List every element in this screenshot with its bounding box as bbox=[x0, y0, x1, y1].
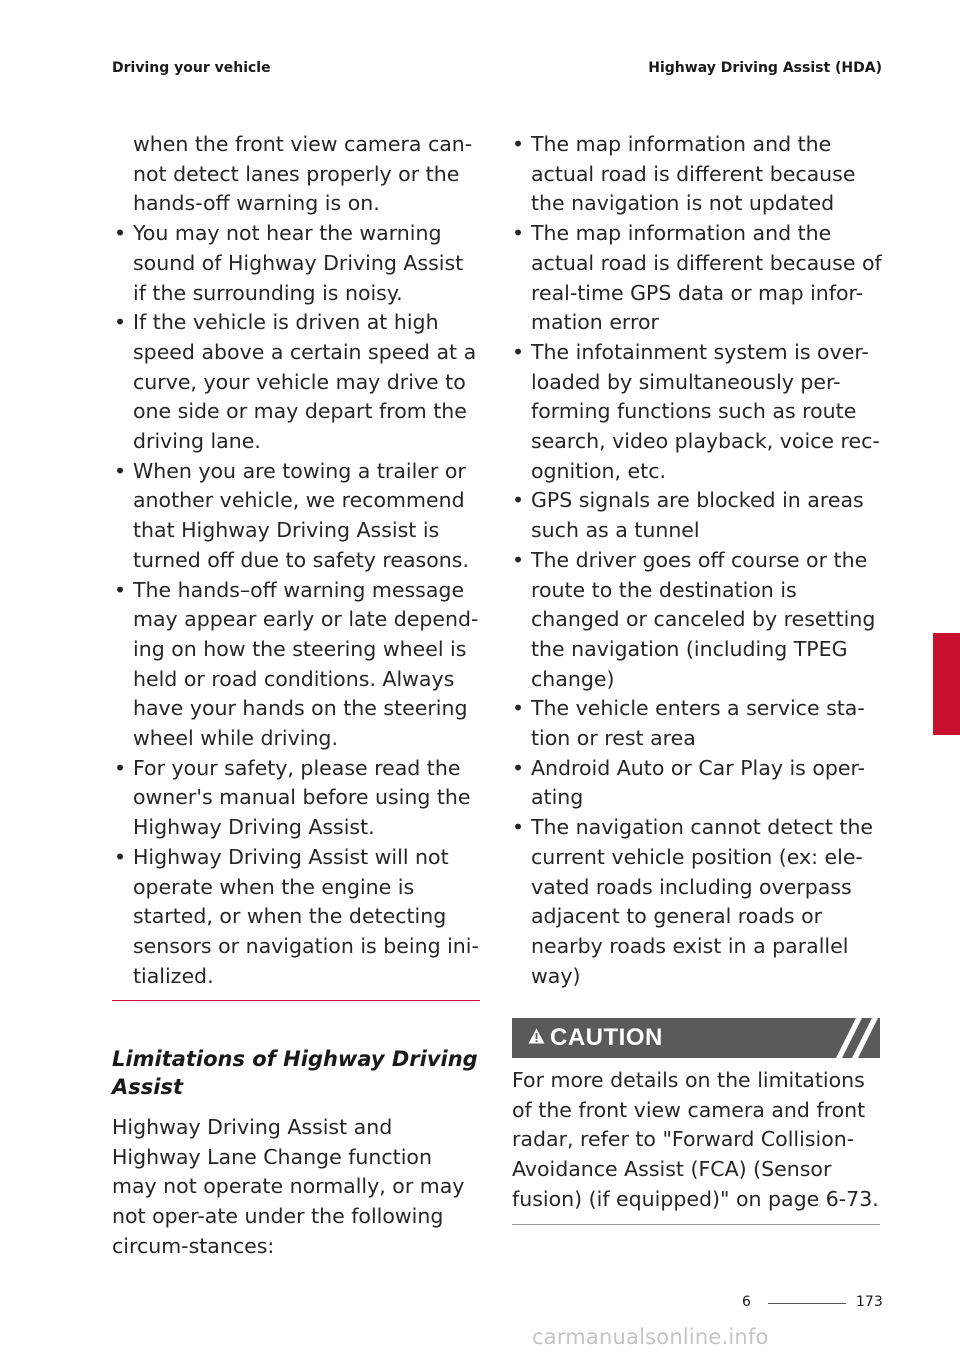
bullet-dot-icon: • bbox=[114, 221, 127, 246]
list-item: •Android Auto or Car Play is oper-ating bbox=[510, 754, 882, 813]
list-item: •When you are towing a trailer or anothe… bbox=[112, 457, 482, 576]
chapter-side-tab bbox=[933, 633, 960, 735]
list-item-text: The map information and the actual road … bbox=[531, 132, 856, 216]
caution-text: For more details on the limitations of t… bbox=[512, 1068, 879, 1211]
list-item-text: The navigation cannot detect the current… bbox=[531, 815, 874, 988]
bullet-dot-icon: • bbox=[512, 221, 525, 246]
list-item: •The map information and the actual road… bbox=[510, 219, 882, 338]
list-item-text: When you are towing a trailer or another… bbox=[133, 458, 469, 572]
list-item-text: The driver goes off course or the route … bbox=[531, 547, 876, 691]
caution-slash-decoration bbox=[836, 1018, 878, 1058]
list-item-text: The vehicle enters a service sta-tion or… bbox=[531, 696, 865, 751]
list-item: •The infotainment system is over-loaded … bbox=[510, 338, 882, 487]
section-heading: Limitations of Highway Driving Assist bbox=[112, 1047, 478, 1099]
footer-divider bbox=[768, 1303, 846, 1304]
section-body-text: Highway Driving Assist and Highway Lane … bbox=[112, 1115, 465, 1258]
bullet-dot-icon: • bbox=[512, 339, 525, 364]
caution-label: CAUTION bbox=[550, 1024, 663, 1051]
list-item: •Highway Driving Assist will not operate… bbox=[112, 843, 482, 992]
list-item-text: GPS signals are blocked in areas such as… bbox=[531, 488, 864, 543]
bullet-dot-icon: • bbox=[512, 547, 525, 572]
caution-divider bbox=[512, 1224, 880, 1225]
chapter-side-tab-number: 6 bbox=[938, 710, 951, 731]
bullet-dot-icon: • bbox=[114, 577, 127, 602]
list-item-text: The infotainment system is over-loaded b… bbox=[531, 339, 880, 483]
bullet-dot-icon: • bbox=[512, 755, 525, 780]
watermark-text: carmanualsonline.info bbox=[532, 1325, 769, 1349]
list-item: •The driver goes off course or the route… bbox=[510, 546, 882, 695]
list-item: •The navigation cannot detect the curren… bbox=[510, 813, 882, 991]
list-item: •The map information and the actual road… bbox=[510, 130, 882, 219]
list-item-text: Android Auto or Car Play is oper-ating bbox=[531, 755, 866, 810]
list-item: •The hands–off warning message may appea… bbox=[112, 576, 482, 754]
list-item: •GPS signals are blocked in areas such a… bbox=[510, 486, 882, 545]
bullet-dot-icon: • bbox=[114, 844, 127, 869]
bullet-dot-icon: • bbox=[512, 488, 525, 513]
header-topic-title: Highway Driving Assist (HDA) bbox=[648, 60, 882, 76]
bullet-dot-icon: • bbox=[512, 696, 525, 721]
header-section-title: Driving your vehicle bbox=[112, 60, 271, 76]
right-bullet-list: •The map information and the actual road… bbox=[510, 130, 882, 991]
bullet-dot-icon: • bbox=[114, 755, 127, 780]
list-item: •The vehicle enters a service sta-tion o… bbox=[510, 694, 882, 753]
bullet-dot-icon: • bbox=[512, 132, 525, 156]
bullet-dot-icon: • bbox=[114, 310, 127, 335]
list-item-text: The hands–off warning message may appear… bbox=[133, 577, 479, 751]
list-item: •You may not hear the warning sound of H… bbox=[112, 219, 482, 308]
list-item: •If the vehicle is driven at high speed … bbox=[112, 308, 482, 457]
footer-chapter-number: 6 bbox=[742, 1294, 751, 1310]
list-item-text: Highway Driving Assist will not operate … bbox=[133, 844, 479, 988]
bullet-dot-icon: • bbox=[114, 458, 127, 483]
warning-triangle-icon bbox=[528, 1028, 545, 1044]
section-divider bbox=[112, 1000, 480, 1001]
left-bullet-list: •You may not hear the warning sound of H… bbox=[112, 219, 482, 991]
caution-banner: CAUTION bbox=[512, 1018, 880, 1058]
continued-bullet-text: when the front view camera can-not detec… bbox=[133, 132, 473, 216]
right-column: •The map information and the actual road… bbox=[510, 130, 882, 991]
footer-page-number: 173 bbox=[856, 1294, 883, 1310]
bullet-dot-icon: • bbox=[512, 815, 525, 840]
list-item-text: You may not hear the warning sound of Hi… bbox=[133, 221, 464, 305]
list-item-text: For your safety, please read the owner's… bbox=[133, 755, 471, 840]
left-column: when the front view camera can-not detec… bbox=[112, 130, 482, 991]
list-item-text: If the vehicle is driven at high speed a… bbox=[133, 310, 477, 454]
list-item-text: The map information and the actual road … bbox=[531, 221, 882, 335]
list-item: •For your safety, please read the owner'… bbox=[112, 754, 482, 843]
